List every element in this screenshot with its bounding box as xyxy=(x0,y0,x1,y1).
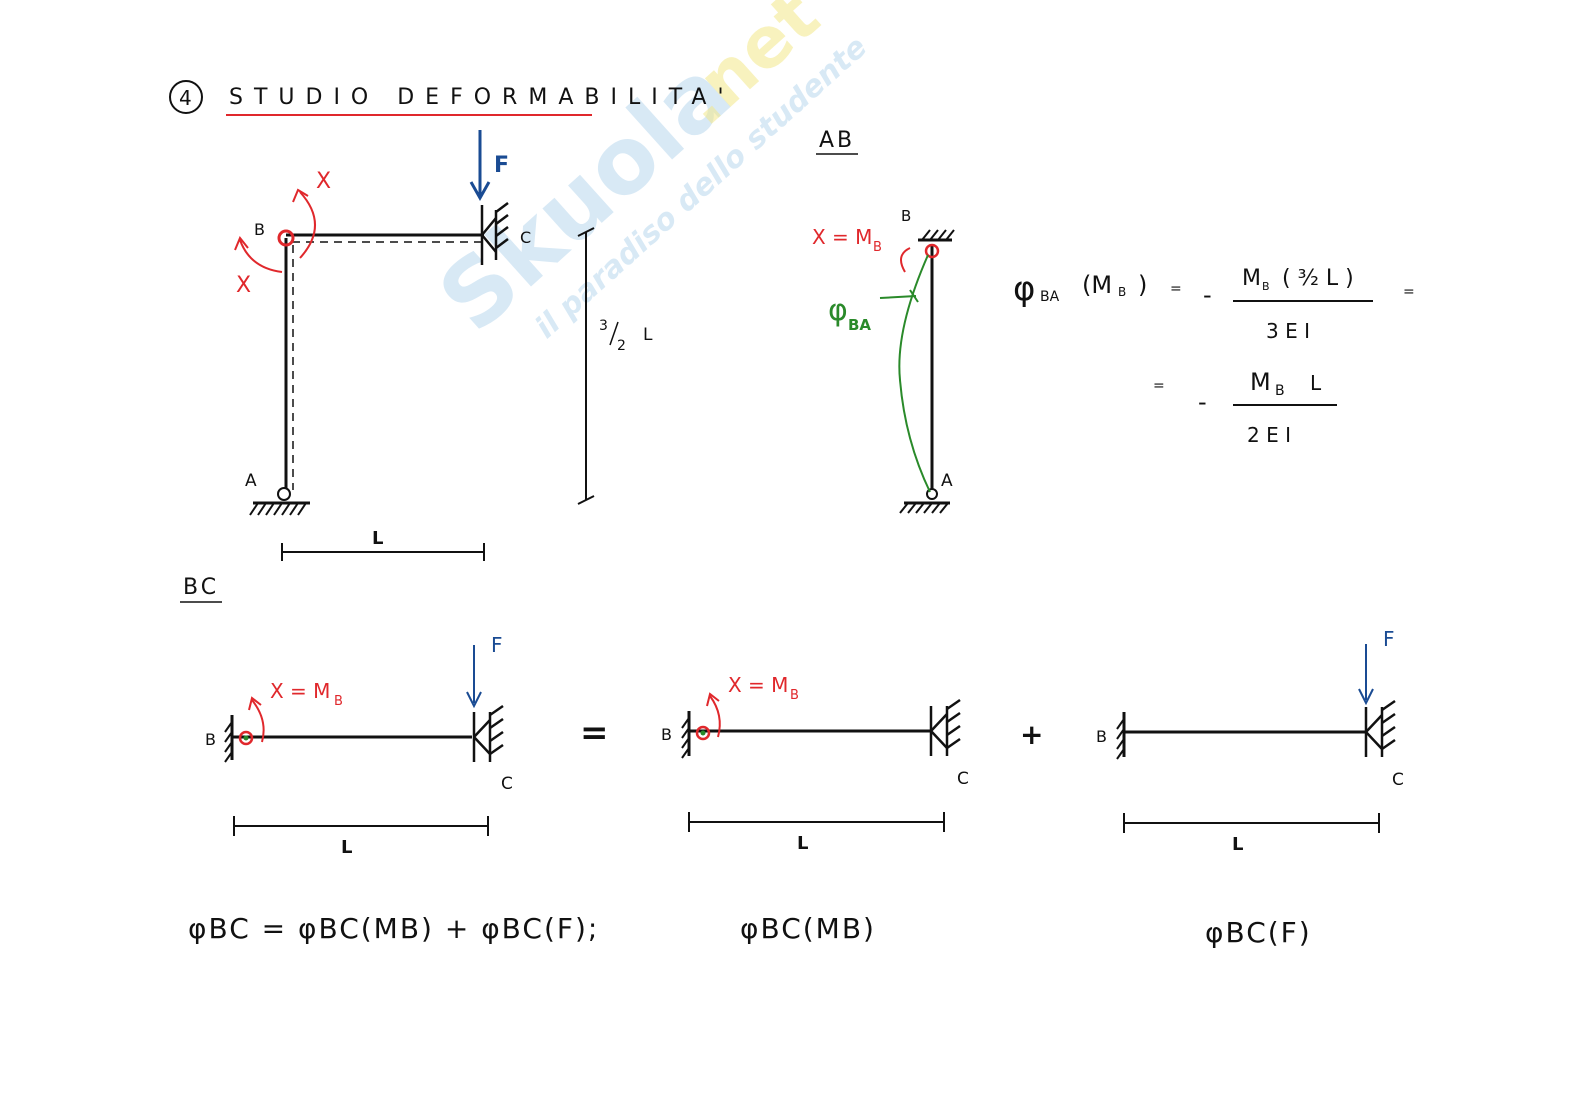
height-num: 3 xyxy=(599,318,608,334)
bc-beam-2-hinge-icon xyxy=(695,725,711,741)
bc-equals-sign: = xyxy=(580,713,609,753)
bc-beam-1: X = M B F B C L xyxy=(205,633,513,858)
formula-ab-num2-sub: B xyxy=(1275,383,1285,399)
height-den: 2 xyxy=(617,338,626,354)
span-label: L xyxy=(372,528,383,549)
bc-beam-3-span: L xyxy=(1232,834,1243,855)
hinge-b-icon xyxy=(277,229,295,247)
ab-ground-hatch xyxy=(899,502,949,514)
bc-beam-3-load: F xyxy=(1383,627,1395,651)
ab-fixed-top-hatch xyxy=(921,229,955,241)
formula-ab: φ BA (M B ) = - M B ( ³⁄₂ L ) 3 E I = = … xyxy=(1013,266,1415,447)
moment-x-top-arc xyxy=(299,191,316,259)
bc-beam-3-left: B xyxy=(1096,727,1107,746)
formula-ab-minus1: - xyxy=(1203,281,1212,309)
ab-node-b-label: B xyxy=(901,207,911,225)
formula-ab-num2: M xyxy=(1250,368,1271,396)
formula-ab-arg: (M xyxy=(1082,271,1112,299)
bc-beam-1-span: L xyxy=(341,837,352,858)
load-f-arrowhead xyxy=(469,181,491,202)
node-a-label: A xyxy=(245,471,257,491)
title-number: 4 xyxy=(179,86,192,110)
bc-beam-1-left: B xyxy=(205,730,216,749)
ab-moment-arc xyxy=(900,247,911,273)
bc-beam-2: X = M B B C L xyxy=(661,673,969,854)
ab-diagram: AB B A X = M B φ BA xyxy=(812,128,955,514)
bc-beam-1-hinge-icon xyxy=(238,730,254,746)
bc-beam-2-left: B xyxy=(661,725,672,744)
bc-beam-2-clamp-icon xyxy=(929,698,961,756)
ab-deformed-shape xyxy=(898,254,931,493)
formula-bc-middle: φBC(MB) xyxy=(740,912,876,945)
redundant-x-left: X xyxy=(236,273,251,298)
ab-hinge-icon xyxy=(924,243,940,259)
ab-moment-label: X = M xyxy=(812,225,872,249)
redundant-x-top: X xyxy=(316,169,331,194)
formula-ab-eq1: = xyxy=(1170,281,1182,297)
formula-ab-num2-rest: L xyxy=(1310,371,1322,395)
bc-plus-sign: + xyxy=(1020,718,1043,751)
moment-x-top-arrowhead xyxy=(292,188,309,203)
formula-ab-num1: M xyxy=(1242,266,1261,291)
bc-beam-1-clamp-icon xyxy=(472,704,504,762)
pin-support-a-icon xyxy=(277,487,291,501)
ab-heading: AB xyxy=(819,128,855,153)
formula-ab-minus2: - xyxy=(1198,388,1207,416)
bc-beam-2-moment: X = M xyxy=(728,673,788,697)
moment-x-left-arrowhead xyxy=(234,236,249,251)
bc-beam-1-moment-sub: B xyxy=(334,694,343,709)
formula-ab-eq2: = xyxy=(1153,378,1165,394)
ab-moment-sub: B xyxy=(873,240,882,255)
page-title: STUDIO DEFORMABILITA' xyxy=(229,85,735,110)
load-f-label: F xyxy=(494,153,509,178)
node-b-label: B xyxy=(254,220,265,239)
bc-beam-2-span: L xyxy=(797,833,808,854)
bc-beam-2-right: C xyxy=(957,769,969,789)
title-block: 4 STUDIO DEFORMABILITA' xyxy=(169,80,735,116)
frame-diagram: F X X B C A L 3 2 L xyxy=(234,130,653,561)
formula-ab-num1-sub: B xyxy=(1262,280,1270,293)
bc-beam-3-right: C xyxy=(1392,770,1404,790)
node-c-label: C xyxy=(520,228,531,247)
ground-hatch-a xyxy=(249,502,307,516)
ab-rotation-symbol: φ xyxy=(828,293,848,328)
ab-rotation-sub: BA xyxy=(848,316,871,334)
formula-bc-main: φBC = φBC(MB) + φBC(F); xyxy=(188,912,599,945)
formula-ab-eq-trail: = xyxy=(1403,284,1415,300)
formula-ab-den1: 3 E I xyxy=(1266,319,1310,343)
formula-ab-arg-sub: B xyxy=(1118,285,1126,299)
sliding-clamp-c-icon xyxy=(480,202,509,265)
formula-ab-den2: 2 E I xyxy=(1247,423,1291,447)
ab-node-a-label: A xyxy=(941,471,953,491)
bc-beam-2-moment-sub: B xyxy=(790,688,799,703)
bc-beam-1-right: C xyxy=(501,774,513,794)
title-number-circle xyxy=(169,80,203,114)
watermark: Skuola .net il paradiso dello studente xyxy=(419,0,874,352)
moment-x-left-arc xyxy=(239,239,283,273)
formula-ab-phi: φ xyxy=(1013,269,1035,309)
bc-beam-1-load: F xyxy=(491,633,503,657)
bc-beam-1-moment: X = M xyxy=(270,679,330,703)
bc-heading: BC xyxy=(183,575,219,600)
formula-ab-phi-sub: BA xyxy=(1040,289,1060,305)
formula-bc-right: φBC(F) xyxy=(1205,916,1312,949)
bc-diagrams: BC X = M B F xyxy=(180,575,1404,949)
formula-ab-close: ) xyxy=(1138,271,1147,299)
height-unit: L xyxy=(643,325,653,345)
formula-ab-num1-rest: ( ³⁄₂ L ) xyxy=(1282,266,1354,291)
bc-beam-3-clamp-icon xyxy=(1364,699,1396,757)
bc-beam-3: F B C L xyxy=(1096,627,1404,855)
